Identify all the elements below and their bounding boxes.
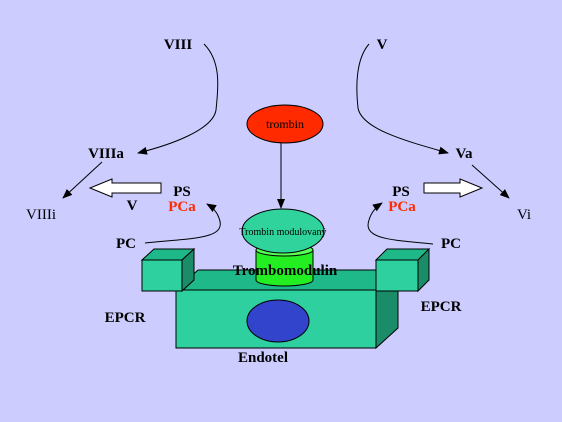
label-trombin: trombin	[266, 117, 304, 131]
trombin-ellipse	[246, 104, 324, 144]
v-to-va-arrow	[356, 43, 449, 155]
trombomodulin-cylinder	[255, 243, 314, 287]
label-ps-right: PS	[392, 184, 410, 200]
pc-to-pca-left-arrow	[144, 203, 221, 244]
label-pc-right: PC	[441, 236, 461, 252]
label-vi: Vi	[517, 207, 531, 223]
label-epcr-left: EPCR	[105, 310, 146, 326]
viii-to-viiia-arrow	[137, 43, 219, 155]
label-endotel: Endotel	[238, 350, 288, 366]
label-viii: VIII	[164, 37, 193, 53]
label-viiia: VIIIa	[88, 146, 124, 162]
label-pca-right: PCa	[388, 199, 416, 215]
label-v-mid: V	[127, 198, 138, 214]
label-epcr-right: EPCR	[421, 299, 462, 315]
label-v-top: V	[377, 37, 388, 53]
left-block-arrow	[88, 178, 162, 198]
label-trombomodulin: Trombomodulin	[233, 263, 338, 279]
endotel-oval	[246, 299, 310, 343]
trombin-modulovany-ellipse	[241, 208, 325, 254]
endotel-block	[174, 268, 400, 350]
pc-to-pca-right-arrow	[367, 202, 434, 245]
epcr-left-block	[140, 247, 196, 293]
label-ps-left: PS	[173, 184, 191, 200]
va-to-vi-arrow	[471, 164, 510, 199]
label-va: Va	[456, 146, 473, 162]
epcr-right-block	[374, 247, 431, 293]
label-pc-left: PC	[116, 236, 136, 252]
label-trombin-modulovany: Trombin modulovaný	[239, 227, 326, 238]
label-viiii: VIIIi	[26, 207, 56, 223]
right-block-arrow	[423, 178, 484, 198]
label-pca-left: PCa	[168, 199, 196, 215]
viiia-to-viiii-arrow	[62, 161, 103, 199]
